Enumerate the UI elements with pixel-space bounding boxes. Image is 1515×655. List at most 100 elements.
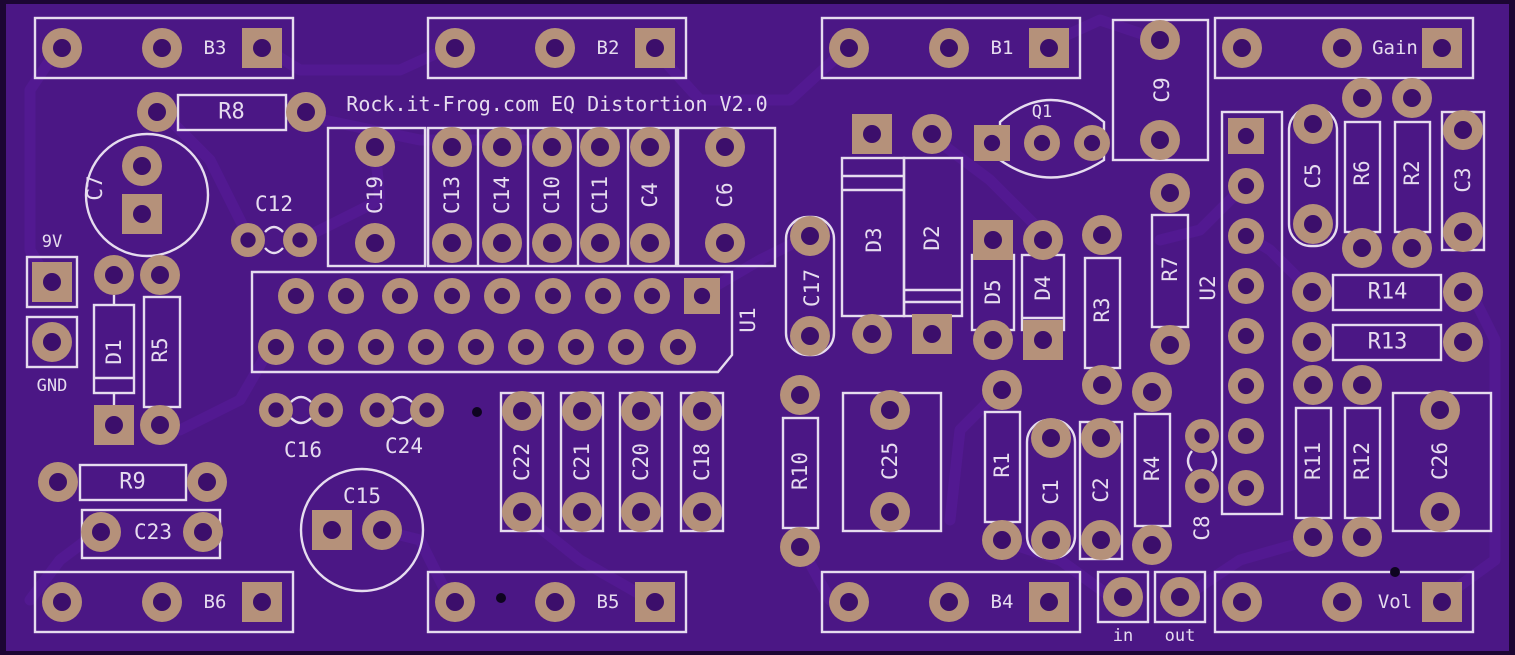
round-pad bbox=[580, 127, 620, 167]
round-pad bbox=[1222, 582, 1262, 622]
label-c15: C15 bbox=[343, 484, 381, 508]
pot-b2-outline bbox=[426, 16, 688, 80]
label-c9: C9 bbox=[1150, 77, 1174, 102]
round-pad bbox=[432, 127, 472, 167]
round-pad bbox=[1082, 215, 1122, 255]
round-pad bbox=[562, 391, 602, 431]
round-pad bbox=[484, 278, 520, 314]
silkscreen-layer bbox=[25, 16, 1493, 634]
round-pad bbox=[829, 582, 869, 622]
round-pad bbox=[1293, 365, 1333, 405]
label-r4: R4 bbox=[1140, 456, 1164, 481]
pot-label-b2: B2 bbox=[597, 37, 620, 59]
square-pad bbox=[1422, 582, 1462, 622]
label-d2: D2 bbox=[920, 225, 944, 250]
round-pad bbox=[982, 520, 1022, 560]
label-d3: D3 bbox=[862, 227, 886, 252]
label-c1: C1 bbox=[1039, 479, 1063, 504]
round-pad bbox=[634, 278, 670, 314]
round-pad bbox=[852, 314, 892, 354]
label-c4: C4 bbox=[638, 182, 662, 207]
round-pad bbox=[42, 582, 82, 622]
pot-vol-outline bbox=[1213, 570, 1475, 634]
round-pad bbox=[358, 329, 394, 365]
round-pad bbox=[780, 527, 820, 567]
round-pad bbox=[1023, 220, 1063, 260]
square-pad bbox=[1023, 320, 1063, 360]
label-r14: R14 bbox=[1368, 280, 1408, 305]
round-pad bbox=[705, 127, 745, 167]
via-dot bbox=[472, 407, 482, 417]
round-pad bbox=[562, 492, 602, 532]
round-pad bbox=[1103, 577, 1143, 617]
round-pad bbox=[94, 255, 134, 295]
label-c26: C26 bbox=[1428, 442, 1452, 480]
round-pad bbox=[1293, 104, 1333, 144]
round-pad bbox=[982, 370, 1022, 410]
round-pad bbox=[1185, 419, 1219, 453]
round-pad bbox=[1293, 517, 1333, 557]
cap-c7-outline bbox=[84, 132, 210, 258]
round-pad bbox=[1228, 368, 1264, 404]
pot-b5-outline bbox=[426, 570, 688, 634]
round-pad bbox=[382, 278, 418, 314]
round-pad bbox=[621, 492, 661, 532]
label-c16: C16 bbox=[284, 438, 322, 462]
label-c21: C21 bbox=[570, 443, 594, 481]
round-pad bbox=[535, 278, 571, 314]
square-pad bbox=[974, 125, 1010, 161]
square-pad bbox=[1029, 28, 1069, 68]
square-pad bbox=[242, 582, 282, 622]
round-pad bbox=[435, 28, 475, 68]
round-pad bbox=[535, 28, 575, 68]
power-9v-pad-outline bbox=[25, 255, 79, 309]
pot-label-vol: Vol bbox=[1378, 591, 1412, 613]
label-c2: C2 bbox=[1089, 477, 1113, 502]
round-pad bbox=[1342, 517, 1382, 557]
ic-u2-outline bbox=[1220, 110, 1284, 516]
round-pad bbox=[1160, 577, 1200, 617]
round-pad bbox=[1228, 268, 1264, 304]
label-u2: U2 bbox=[1196, 275, 1220, 300]
power-gnd-pad-outline bbox=[25, 315, 79, 369]
pot-b1-outline bbox=[820, 16, 1082, 80]
round-pad bbox=[1081, 520, 1121, 560]
via-dot bbox=[496, 593, 506, 603]
board-title: Rock.it-Frog.com EQ Distortion V2.0 bbox=[346, 92, 767, 116]
round-pad bbox=[355, 223, 395, 263]
round-pad bbox=[435, 582, 475, 622]
round-pad bbox=[1132, 372, 1172, 412]
round-pad bbox=[38, 462, 78, 502]
label-u1: U1 bbox=[736, 307, 760, 332]
label-c20: C20 bbox=[629, 443, 653, 481]
cap-c16-outline bbox=[290, 395, 312, 425]
round-pad bbox=[630, 223, 670, 263]
res-r13-outline bbox=[1331, 323, 1443, 362]
round-pad bbox=[1342, 78, 1382, 118]
label-d1: D1 bbox=[102, 339, 126, 364]
res-r8-outline bbox=[176, 93, 288, 132]
square-pad bbox=[32, 262, 72, 302]
round-pad bbox=[535, 582, 575, 622]
round-pad bbox=[1228, 418, 1264, 454]
round-pad bbox=[1342, 365, 1382, 405]
cap-c9-outline bbox=[1111, 18, 1210, 162]
label-r6: R6 bbox=[1350, 160, 1374, 185]
round-pad bbox=[142, 582, 182, 622]
round-pad bbox=[705, 223, 745, 263]
round-pad bbox=[1443, 272, 1483, 312]
cap-c24-outline bbox=[391, 395, 413, 425]
round-pad bbox=[259, 393, 293, 427]
square-pad bbox=[242, 28, 282, 68]
pads-layer bbox=[32, 20, 1483, 622]
label-q1: Q1 bbox=[1032, 102, 1052, 122]
label-r13: R13 bbox=[1368, 330, 1408, 355]
round-pad bbox=[278, 278, 314, 314]
label-r10: R10 bbox=[788, 452, 812, 490]
round-pad bbox=[140, 255, 180, 295]
round-pad bbox=[1132, 525, 1172, 565]
round-pad bbox=[122, 146, 162, 186]
label-c18: C18 bbox=[690, 443, 714, 481]
